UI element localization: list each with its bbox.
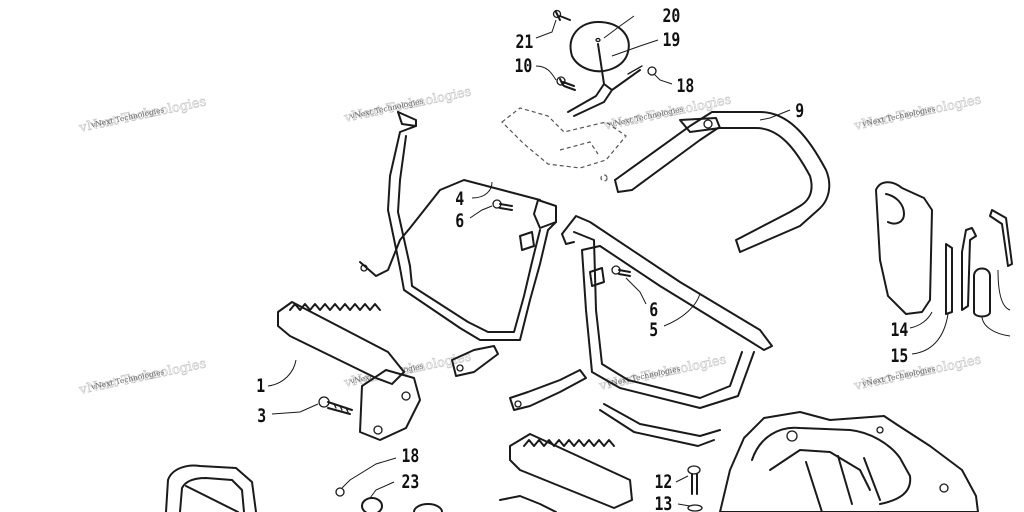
callout-9: 9 xyxy=(795,100,804,122)
bolt-part-10 xyxy=(556,76,576,91)
bolt-part-6-lower xyxy=(611,265,631,277)
bolt-part-12 xyxy=(687,465,701,495)
callout-23: 23 xyxy=(402,471,420,493)
callout-21: 21 xyxy=(516,31,534,53)
callout-12: 12 xyxy=(655,471,673,493)
washer-part-23 xyxy=(361,497,443,512)
callout-20: 20 xyxy=(663,5,681,27)
left-footrest-part xyxy=(277,301,421,441)
callout-4: 4 xyxy=(455,188,464,210)
right-footrest-part xyxy=(499,433,633,512)
mounting-bracket-part xyxy=(567,43,643,117)
callout-5: 5 xyxy=(649,319,658,341)
nut-part-18 xyxy=(647,66,657,76)
fender-panel-part xyxy=(719,411,979,512)
bolt-part-3 xyxy=(318,396,353,415)
callout-14: 14 xyxy=(891,319,909,341)
leader-lines xyxy=(267,15,1011,507)
callout-18-bottom: 18 xyxy=(402,445,420,467)
pin-part-15 xyxy=(945,243,953,315)
grip-pin-part xyxy=(973,267,991,318)
mount-plate-outline xyxy=(501,107,627,182)
hand-guard-part xyxy=(875,181,933,315)
callout-13: 13 xyxy=(655,493,673,512)
callout-group: 20 19 21 10 18 9 4 6 6 5 1 3 18 23 12 13… xyxy=(256,5,908,512)
washer-part-18 xyxy=(335,487,345,497)
bolt-part-6-upper xyxy=(492,199,513,211)
callout-6-upper: 6 xyxy=(455,210,464,232)
mirror-disc-part xyxy=(569,21,630,73)
hex-key-part xyxy=(989,209,1013,267)
watermark-group: vNext Technologies vNext Technologies vN… xyxy=(77,84,983,398)
callout-6-lower: 6 xyxy=(649,299,658,321)
callout-15: 15 xyxy=(891,345,909,367)
callout-19: 19 xyxy=(663,29,681,51)
front-bumper-part xyxy=(165,464,257,512)
right-side-frame-part xyxy=(509,215,773,447)
washer-part-13 xyxy=(687,504,703,512)
bolt-part-21 xyxy=(552,9,571,21)
callout-10: 10 xyxy=(515,55,533,77)
callout-18-top: 18 xyxy=(677,75,695,97)
rear-grab-bar-part xyxy=(614,111,831,253)
spring-clip-part xyxy=(961,227,977,311)
left-side-frame-part xyxy=(359,111,557,377)
callout-1: 1 xyxy=(256,375,265,397)
callout-3: 3 xyxy=(257,405,266,427)
